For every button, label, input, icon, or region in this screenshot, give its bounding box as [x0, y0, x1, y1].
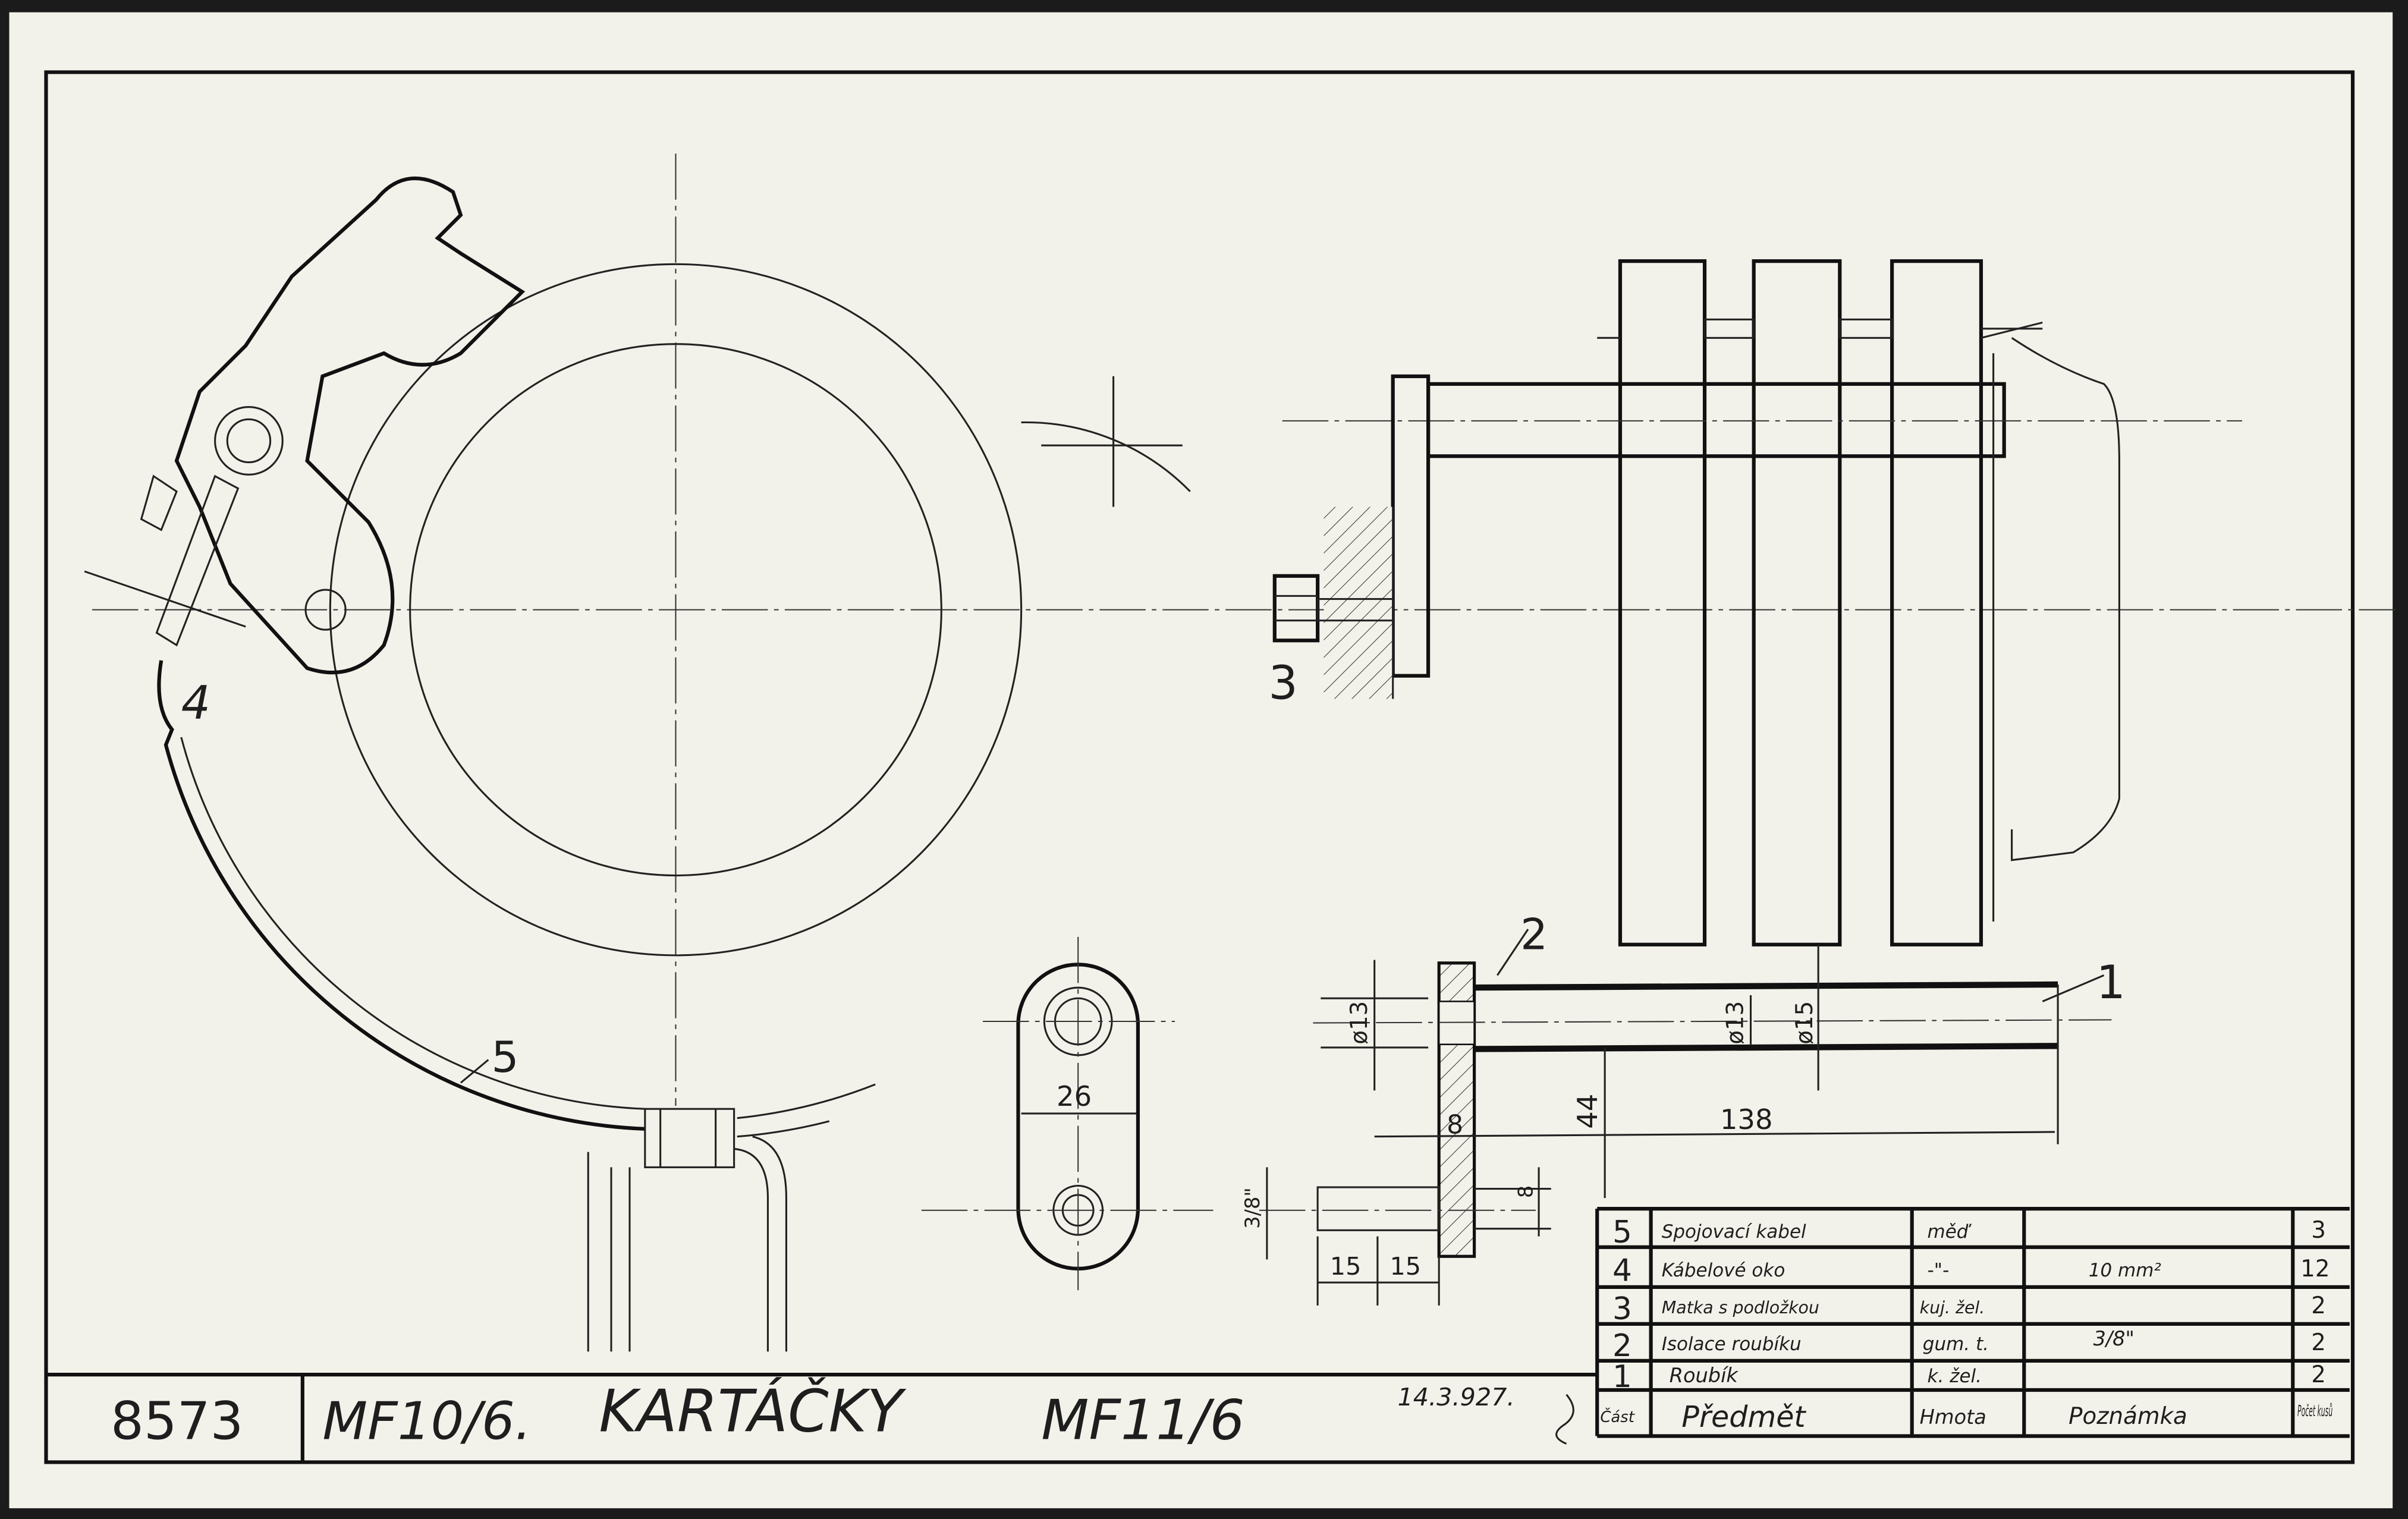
signature: [1555, 1394, 1574, 1445]
header-qty: Počet kusů: [2297, 1402, 2332, 1420]
bolt-section: [1259, 929, 2112, 1306]
dim-flange-thickness: 8: [1447, 1110, 1463, 1140]
dim-thread: 3/8": [1241, 1187, 1264, 1229]
part-label-5: 5: [492, 1033, 519, 1083]
part-item: Isolace roubíku: [1662, 1334, 1802, 1355]
link-plate-view: [921, 936, 1214, 1291]
part-number: 4: [1612, 1253, 1632, 1289]
part-number: 5: [1612, 1215, 1632, 1250]
part-material: -"-: [1928, 1260, 1950, 1281]
part-qty: 2: [2311, 1292, 2326, 1319]
part-label-2: 2: [1520, 910, 1548, 960]
table-row: 5 Spojovací kabel měď 3: [1612, 1215, 2326, 1250]
drawing-title: KARTÁČKY: [599, 1377, 907, 1446]
table-row: 4 Kábelové oko -"- 10 mm² 12: [1612, 1253, 2330, 1289]
part-label-4: 4: [181, 677, 210, 730]
table-row: 3 Matka s podložkou kuj. žel. 2: [1612, 1291, 2326, 1327]
dim-small-dia: 8: [1514, 1185, 1538, 1198]
part-label-3: 3: [1268, 656, 1297, 710]
parts-list-rows: 5 Spojovací kabel měď 3 4 Kábelové oko -…: [1600, 1215, 2332, 1434]
drawing-frame: [44, 70, 2355, 1464]
part-item: Roubík: [1670, 1364, 1739, 1387]
part-qty: 3: [2311, 1217, 2326, 1244]
reference-left: MF10/6.: [322, 1391, 531, 1452]
header-material: Hmota: [1920, 1405, 1986, 1429]
part-material: k. žel.: [1928, 1366, 1982, 1387]
part-material: měď: [1928, 1221, 1972, 1243]
dim-link-width: 26: [1057, 1080, 1092, 1112]
dim-rod-inner: ø13: [1722, 1001, 1749, 1045]
header-note: Poznámka: [2069, 1403, 2187, 1430]
part-qty: 12: [2300, 1256, 2330, 1282]
dim-seg2: 15: [1390, 1252, 1422, 1281]
part-item: Matka s podložkou: [1662, 1298, 1819, 1317]
dim-rod-length: 138: [1720, 1103, 1773, 1136]
part-note: 10 mm²: [2089, 1260, 2161, 1281]
part-item: Spojovací kabel: [1662, 1221, 1806, 1243]
title-block: 8573 MF10/6. KARTÁČKY MF11/6 14.3.927.: [111, 1377, 1574, 1452]
part-number: 3: [1612, 1291, 1632, 1327]
table-row: 2 Isolace roubíku gum. t. 3/8" 2: [1612, 1327, 2326, 1364]
dim-offset: 44: [1571, 1094, 1604, 1129]
dim-rod-outer: ø15: [1791, 1001, 1818, 1045]
drawing-number: 8573: [111, 1391, 243, 1452]
part-label-1: 1: [2096, 956, 2126, 1009]
dim-flange-bore: ø13: [1346, 1001, 1373, 1045]
part-number: 2: [1612, 1328, 1632, 1364]
header-part: Část: [1600, 1407, 1634, 1426]
part-qty: 2: [2311, 1361, 2326, 1388]
part-item: Kábelové oko: [1662, 1260, 1785, 1281]
part-material: gum. t.: [1923, 1334, 1989, 1355]
part-number: 1: [1612, 1359, 1632, 1395]
part-note: 3/8": [2093, 1327, 2134, 1350]
dim-seg1: 15: [1330, 1252, 1362, 1281]
table-row: 1 Roubík k. žel. 2: [1612, 1359, 2326, 1395]
header-item: Předmět: [1681, 1400, 1806, 1434]
reference-right: MF11/6: [1041, 1388, 1244, 1452]
table-header: Část Předmět Hmota Poznámka Počet kusů: [1600, 1400, 2332, 1434]
part-material: kuj. žel.: [1920, 1298, 1985, 1317]
parts-list-table: [1595, 1207, 2350, 1438]
drawing-date: 14.3.927.: [1397, 1383, 1514, 1411]
part-qty: 2: [2311, 1329, 2326, 1356]
front-view: [84, 153, 2396, 1352]
paper: [9, 12, 2393, 1508]
side-view: [1272, 259, 2243, 946]
